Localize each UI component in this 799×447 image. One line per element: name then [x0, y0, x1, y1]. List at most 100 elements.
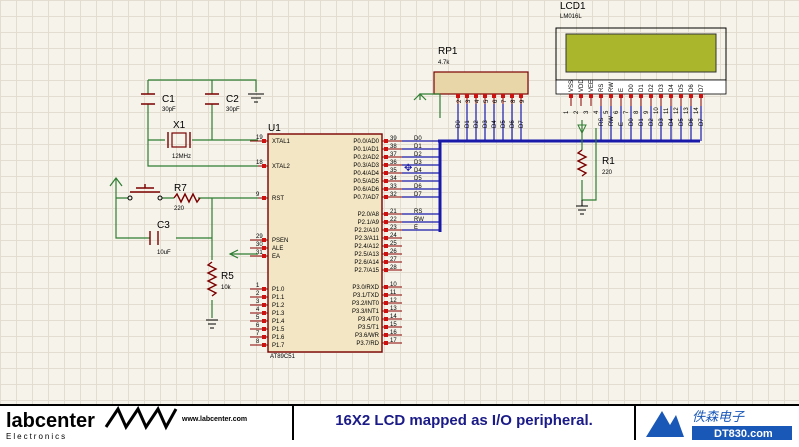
lcd-pin-dot [679, 94, 683, 98]
mcu-left-pin-name: PSEN [272, 238, 288, 244]
mcu-right-pin-number: 17 [390, 338, 397, 344]
rp1-value: 4.7k [438, 60, 450, 66]
mcu-right-pin-dot [384, 268, 388, 272]
mcu-right-pin-number: 10 [390, 282, 397, 288]
mcu-right-pin-name: P0.7/AD7 [353, 195, 379, 201]
reset-ground-icon [206, 319, 218, 329]
mcu-right-pin-dot [384, 317, 388, 321]
mcu-left-pin-name: P1.4 [272, 319, 285, 325]
mcu-ref: U1 [268, 123, 281, 134]
mcu-right-pin-name: P2.2/A10 [354, 228, 379, 234]
rp1-pin-number: 6 [493, 99, 499, 103]
lcd-pin-dot [599, 94, 603, 98]
lcd-net-label: RS [599, 118, 605, 126]
mcu-right-pin-number: 33 [390, 184, 397, 190]
mcu-right-pin-number: 34 [390, 176, 397, 182]
mcu-right-pin-name: P2.6/A14 [354, 260, 379, 266]
mcu-right-pin-name: P3.5/T1 [358, 325, 380, 331]
mcu-left-pin-number: 2 [256, 291, 260, 297]
mcu-right-pin-dot [384, 244, 388, 248]
rp1-pin-number: 2 [457, 99, 463, 103]
mcu-right-pin-dot [384, 341, 388, 345]
mcu-left-pin-dot [262, 335, 266, 339]
reset-circuit[interactable]: R7 220 C3 10uF R5 10k [109, 177, 258, 329]
c2-value: 30pF [226, 107, 240, 113]
lcd-pin-dot [569, 94, 573, 98]
rp1-pin-number: 5 [484, 99, 490, 103]
mcu-left-pin-dot [262, 343, 266, 347]
mcu-right-pin-dot [384, 301, 388, 305]
lcd-pin-label: D0 [629, 84, 635, 92]
lcd-pin-dot [659, 94, 663, 98]
mcu-left-pin-dot [262, 238, 266, 242]
mcu-right-pin-name: P3.1/TXD [353, 293, 380, 299]
mcu-right-pin-name: P3.6/WR [355, 333, 380, 339]
mcu-right-pin-number: 21 [390, 209, 397, 215]
bus-data-label: D6 [414, 184, 422, 190]
r1-zigzag [576, 149, 588, 177]
mcu-left-pin-number: 4 [256, 307, 260, 313]
rp1-net-label: D3 [483, 120, 489, 128]
mcu-left-pin-name: XTAL1 [272, 139, 291, 145]
rp1-pin-number: 8 [511, 99, 517, 103]
mcu-left-pin-number: 8 [256, 339, 260, 345]
lcd-screen [565, 33, 717, 73]
ea-arrow [228, 249, 239, 259]
reset-button-contact-a [127, 195, 133, 201]
resistor-r1[interactable]: R1 220 [576, 120, 615, 215]
r1-value: 220 [602, 170, 613, 176]
logo-wave-icon [104, 405, 178, 431]
mcu-right-pin-number: 28 [390, 265, 397, 271]
lcd-net-label: RW [609, 116, 615, 126]
mcu-left-pin-dot [262, 164, 266, 168]
lcd-pin-dot [629, 94, 633, 98]
lcd-net-label: D0 [629, 118, 635, 126]
reset-button-contact-b [157, 195, 163, 201]
mcu-right-pin-number: 11 [390, 290, 397, 296]
lcd-pin-label: D3 [659, 84, 665, 92]
lcd-ref: LCD1 [560, 1, 586, 12]
lcd-pin-number: 5 [604, 110, 610, 114]
rp1-net-label: D1 [465, 120, 471, 128]
bus-data-label: D3 [414, 160, 422, 166]
mcu-left-pin-dot [262, 327, 266, 331]
c3-plates [149, 231, 159, 245]
lcd-pin-label: D7 [699, 84, 705, 92]
lcd-pin-number: 1 [564, 110, 570, 114]
schematic-caption: 16X2 LCD mapped as I/O peripheral. [292, 406, 636, 440]
rp1-body [433, 71, 529, 95]
lcd-pin-label: RW [609, 82, 615, 92]
lcd-net-label: E [619, 122, 625, 126]
brand-logo-icon [646, 411, 684, 437]
mcu-u1[interactable]: U1 AT89C51 19XTAL118XTAL29RST29PSEN30ALE… [250, 123, 402, 360]
x1-ref: X1 [173, 120, 186, 131]
mcu-right-pin-number: 32 [390, 192, 397, 198]
mcu-right-pin-name: P0.3/AD3 [353, 163, 379, 169]
mcu-right-pin-dot [384, 195, 388, 199]
crystal-circuit[interactable]: C1 30pF C2 30pF X1 12MHz [141, 79, 264, 167]
crystal-ground-icon [248, 93, 264, 103]
mcu-left-pin-dot [262, 311, 266, 315]
bus-taps [402, 140, 440, 231]
mcu-right-pin-dot [384, 171, 388, 175]
rp1-net-label: D5 [501, 120, 507, 128]
mcu-left-pin-dot [262, 303, 266, 307]
mcu-right-pin-dot [384, 285, 388, 289]
mcu-part: AT89C51 [270, 354, 296, 360]
c1-ref: C1 [162, 94, 175, 105]
mcu-right-pin-dot [384, 236, 388, 240]
mcu-left-pin-name: P1.3 [272, 311, 285, 317]
mcu-right-pin-number: 37 [390, 152, 397, 158]
lcd-module[interactable]: LCD1 LM016L VSS1VDD2VEE3RS4RSRW5RWE6ED07… [555, 1, 727, 141]
lcd-pin-number: 11 [664, 107, 670, 114]
r7-value: 220 [174, 206, 185, 212]
mcu-right-pin-name: P3.3/INT1 [352, 309, 380, 315]
lcd-net-label: D5 [679, 118, 685, 126]
bus-junction-cross-icon: ✥ [404, 163, 412, 174]
rp1-pin-dot [474, 94, 478, 98]
rp1-pin-dot [519, 94, 523, 98]
reset-button-icon [130, 184, 160, 193]
